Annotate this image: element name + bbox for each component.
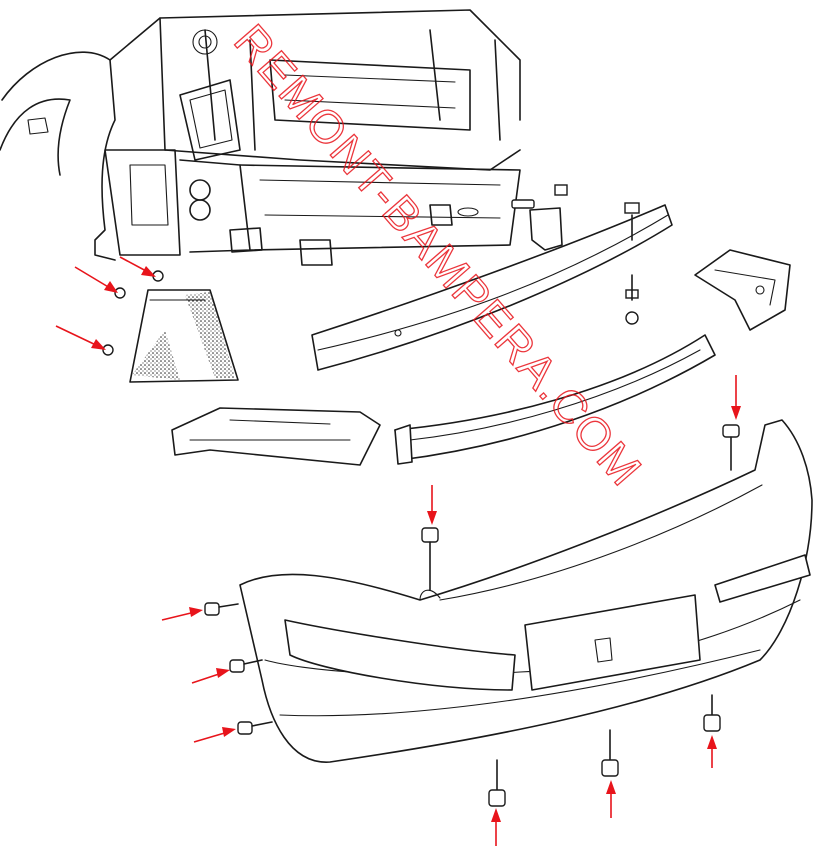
tail-light [129,289,239,383]
fasteners [102,270,740,807]
red-arrows [55,256,741,846]
bumper-guide-rail [394,334,716,465]
mounting-bolt-bracket [511,184,640,325]
bumper-cover [239,419,813,763]
arrow-tail-light-nut-1 [74,266,118,293]
arrow-left-screw-2 [191,668,230,684]
right-side-bracket [694,249,791,331]
arrow-bottom-screw-2 [606,780,616,818]
left-side-bracket [171,407,381,466]
arrow-bottom-screw-3 [707,735,717,768]
arrow-left-screw-3 [193,727,236,743]
arrow-top-center-bolt [427,485,437,525]
car-body-structure [0,9,521,266]
arrow-top-right-bolt [731,375,741,420]
arrow-left-screw-1 [161,607,203,621]
arrow-tail-light-nut-3 [55,325,106,350]
bumper-reinforcement-bar [311,204,673,371]
arrow-tail-light-nut-2 [119,256,156,277]
arrow-bottom-screw-1 [491,808,501,846]
